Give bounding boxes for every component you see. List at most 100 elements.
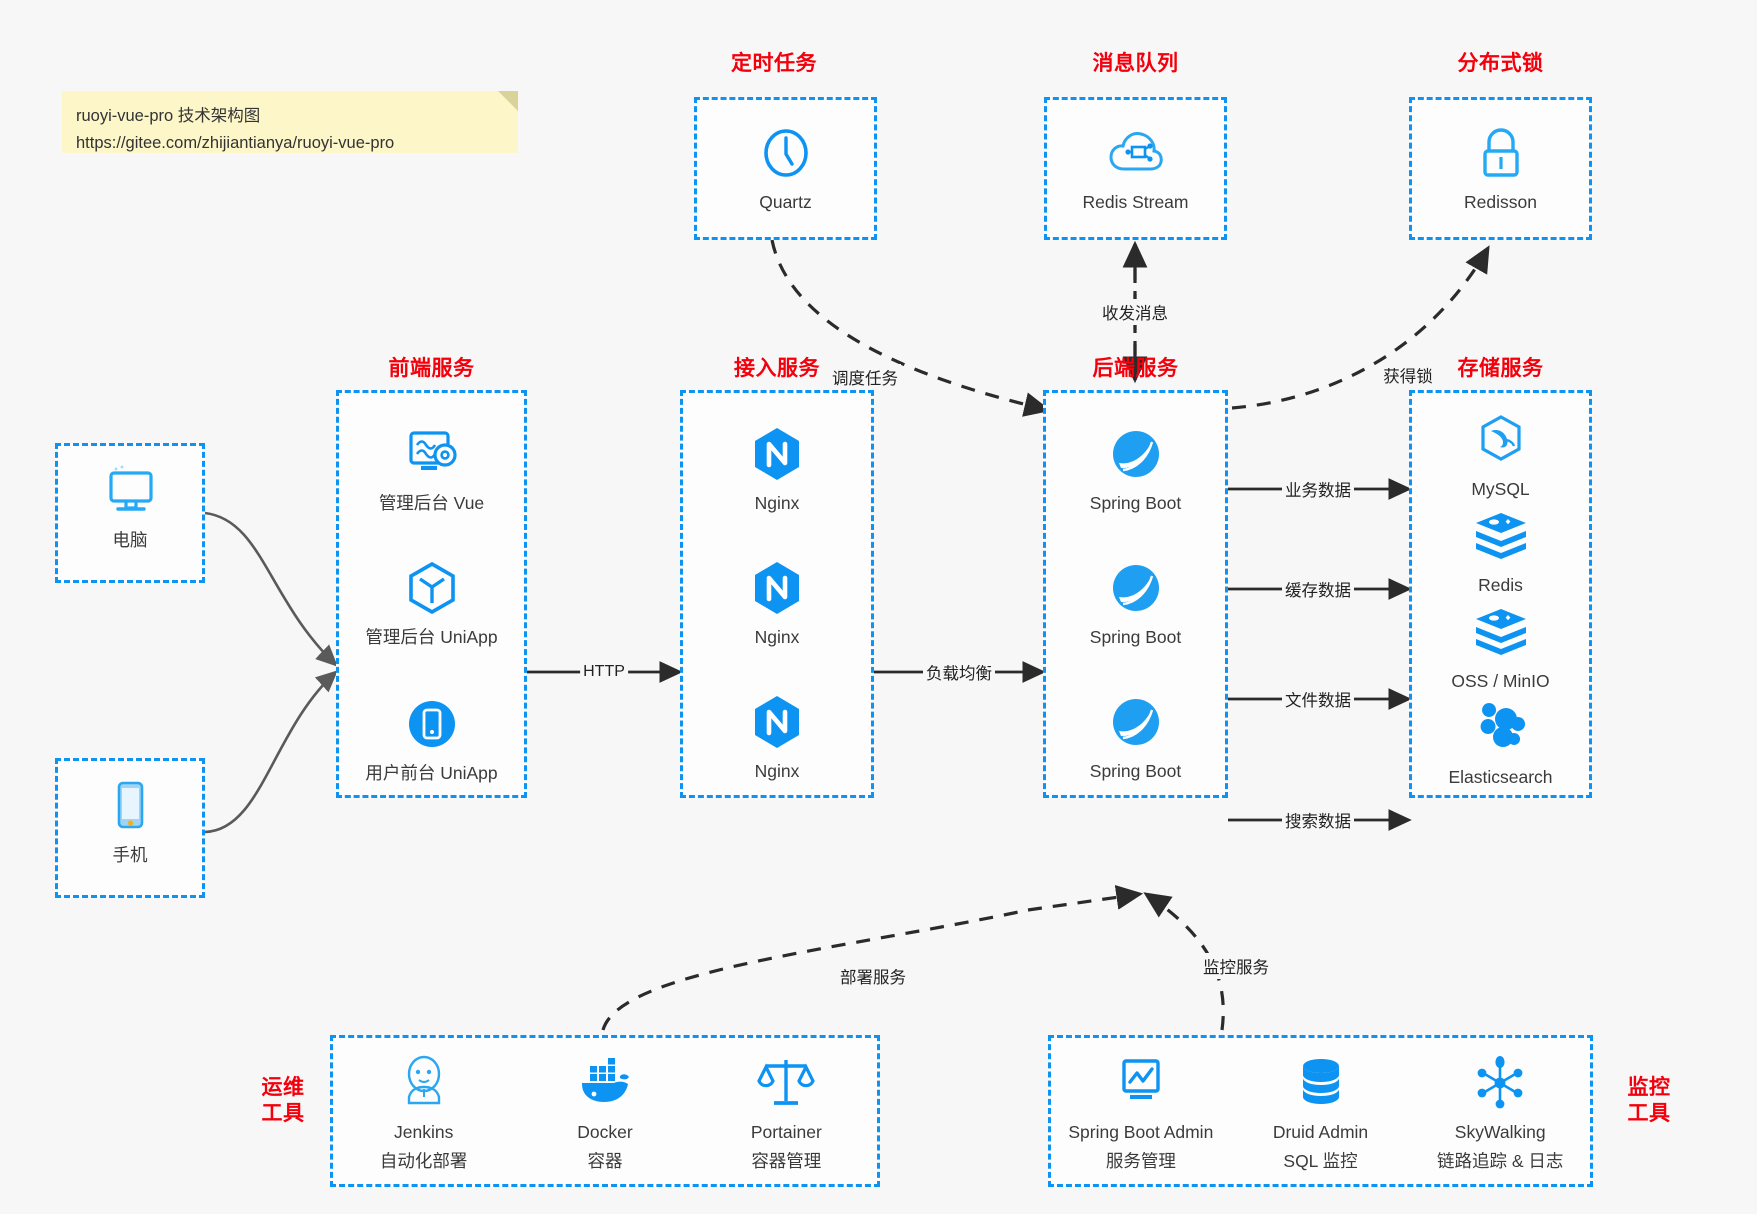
redis-icon (1412, 505, 1589, 567)
node-label: Nginx (754, 627, 800, 647)
node-elasticsearch[interactable]: Elasticsearch (1412, 697, 1589, 788)
jenkins-icon (333, 1052, 514, 1114)
node-quartz[interactable]: Quartz (697, 122, 874, 213)
smartphone-icon (58, 775, 202, 837)
elasticsearch-icon (1412, 697, 1589, 759)
group-title-storage: 存储服务 (1457, 357, 1544, 380)
node-label: Spring Boot (1089, 627, 1182, 647)
group-title-frontend: 前端服务 (388, 357, 475, 380)
node-sublabel: 容器管理 (751, 1151, 822, 1172)
group-title-monitor-line1: 监控 (1627, 1076, 1671, 1099)
node-portainer[interactable]: Portainer 容器管理 (696, 1038, 877, 1184)
edge-label-send-receive-message: 收发消息 (1099, 299, 1171, 325)
node-label: Redis Stream (1082, 192, 1189, 212)
node-redis-stream[interactable]: Redis Stream (1047, 122, 1224, 213)
group-title-devops-line1: 运维 (261, 1076, 305, 1099)
node-label: MySQL (1471, 479, 1530, 499)
node-nginx-3[interactable]: Nginx (683, 691, 871, 782)
node-nginx-2[interactable]: Nginx (683, 557, 871, 648)
group-box-scheduler: Quartz (694, 97, 877, 240)
edge-label-schedule-task: 调度任务 (829, 364, 901, 390)
node-admin-vue[interactable]: 管理后台 Vue (339, 423, 524, 514)
skywalking-icon (1410, 1052, 1590, 1114)
node-label: Spring Boot Admin (1068, 1122, 1214, 1142)
node-jenkins[interactable]: Jenkins 自动化部署 (333, 1038, 514, 1184)
group-title-devops: 运维 工具 (254, 1075, 312, 1126)
note-callout: ruoyi-vue-pro 技术架构图 https://gitee.com/zh… (62, 91, 518, 153)
node-springboot-3[interactable]: Spring Boot (1046, 691, 1225, 782)
node-label: OSS / MinIO (1451, 671, 1550, 691)
nginx-icon (683, 423, 871, 485)
node-label: Elasticsearch (1448, 767, 1553, 787)
cloud-stream-icon (1047, 122, 1224, 184)
node-label: Redis (1478, 575, 1523, 595)
note-fold-corner (498, 91, 518, 111)
group-title-lock: 分布式锁 (1457, 52, 1544, 75)
note-url: https://gitee.com/zhijiantianya/ruoyi-vu… (76, 133, 395, 152)
node-sublabel: 容器 (587, 1151, 623, 1172)
edge-label-deploy-service: 部署服务 (837, 963, 909, 989)
node-spring-boot-admin[interactable]: Spring Boot Admin 服务管理 (1051, 1038, 1231, 1184)
dashboard-gear-icon (339, 423, 524, 485)
hexagon-cube-icon (339, 557, 524, 619)
group-box-frontend: 管理后台 Vue 管理后台 UniApp 用户前台 UniApp (336, 390, 527, 798)
node-nginx-1[interactable]: Nginx (683, 423, 871, 514)
node-docker[interactable]: Docker 容器 (514, 1038, 695, 1184)
node-label: Docker (577, 1122, 633, 1142)
group-title-gateway: 接入服务 (734, 357, 820, 380)
spring-boot-icon (1046, 423, 1225, 485)
group-box-devops: Jenkins 自动化部署 (330, 1035, 880, 1187)
database-icon (1231, 1052, 1411, 1114)
node-springboot-1[interactable]: Spring Boot (1046, 423, 1225, 514)
redis-icon (1412, 601, 1589, 663)
group-title-devops-line2: 工具 (261, 1101, 305, 1125)
node-label: SkyWalking (1454, 1122, 1546, 1142)
node-admin-uniapp[interactable]: 管理后台 UniApp (339, 557, 524, 648)
edge-label-cache-data: 缓存数据 (1282, 576, 1354, 602)
mysql-icon (1412, 409, 1589, 471)
node-label: 手机 (112, 845, 148, 865)
node-redisson[interactable]: Redisson (1412, 122, 1589, 213)
node-label: Portainer (750, 1122, 822, 1142)
edge-label-load-balance: 负载均衡 (923, 659, 995, 685)
edge-label-http: HTTP (580, 662, 628, 682)
spring-boot-icon (1046, 557, 1225, 619)
node-sublabel: 服务管理 (1105, 1151, 1176, 1172)
node-sublabel: SQL 监控 (1283, 1151, 1358, 1172)
docker-icon (514, 1052, 695, 1114)
clock-icon (697, 122, 874, 184)
edge-label-file-data: 文件数据 (1282, 686, 1354, 712)
group-box-client-pc: 电脑 (55, 443, 205, 583)
node-redis[interactable]: Redis (1412, 505, 1589, 596)
node-springboot-2[interactable]: Spring Boot (1046, 557, 1225, 648)
monitor-chart-icon (1051, 1052, 1231, 1114)
node-label: Redisson (1464, 192, 1537, 212)
group-box-lock: Redisson (1409, 97, 1592, 240)
node-label: Quartz (759, 192, 812, 212)
group-box-client-mobile: 手机 (55, 758, 205, 898)
edge-label-acquire-lock: 获得锁 (1380, 362, 1436, 388)
node-druid-admin[interactable]: Druid Admin SQL 监控 (1231, 1038, 1411, 1184)
nginx-icon (683, 557, 871, 619)
group-box-backend: Spring Boot Spring Boot Spring Boot (1043, 390, 1228, 798)
node-oss-minio[interactable]: OSS / MinIO (1412, 601, 1589, 692)
note-title: ruoyi-vue-pro 技术架构图 (76, 107, 261, 125)
node-desktop[interactable]: 电脑 (58, 460, 202, 551)
lock-icon (1412, 122, 1589, 184)
node-sublabel: 自动化部署 (379, 1151, 468, 1172)
node-label: 用户前台 UniApp (365, 763, 498, 783)
node-mysql[interactable]: MySQL (1412, 409, 1589, 500)
node-sublabel: 链路追踪 & 日志 (1436, 1151, 1564, 1172)
group-title-mq: 消息队列 (1092, 52, 1179, 75)
node-label: Spring Boot (1089, 493, 1182, 513)
group-title-monitor-line2: 工具 (1627, 1101, 1671, 1125)
node-user-uniapp[interactable]: 用户前台 UniApp (339, 693, 524, 784)
group-title-scheduler: 定时任务 (731, 52, 817, 75)
node-label: 管理后台 UniApp (365, 627, 498, 647)
node-skywalking[interactable]: SkyWalking 链路追踪 & 日志 (1410, 1038, 1590, 1184)
node-label: Spring Boot (1089, 761, 1182, 781)
group-box-mq: Redis Stream (1044, 97, 1227, 240)
node-smartphone[interactable]: 手机 (58, 775, 202, 866)
mobile-circle-icon (339, 693, 524, 755)
